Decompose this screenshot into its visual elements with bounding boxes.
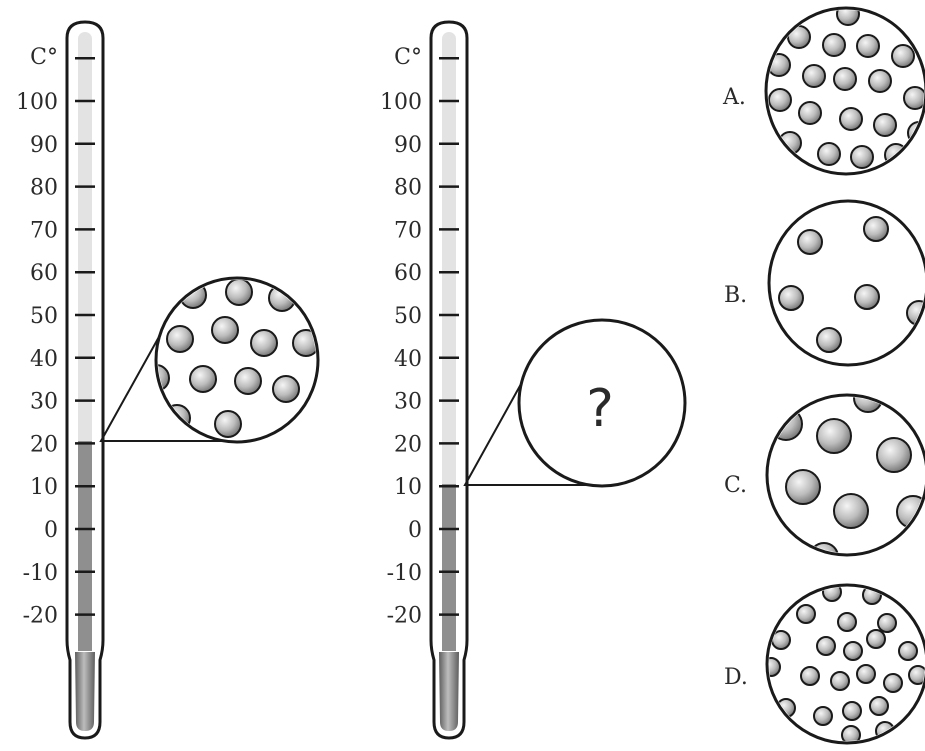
particle bbox=[834, 68, 856, 90]
particle bbox=[823, 34, 845, 56]
particle bbox=[801, 667, 819, 685]
particle bbox=[798, 230, 822, 254]
particle bbox=[786, 470, 820, 504]
particle bbox=[215, 411, 241, 437]
particle bbox=[851, 146, 873, 168]
particle bbox=[864, 217, 888, 241]
scale-label: -10 bbox=[387, 561, 422, 586]
particle bbox=[840, 108, 862, 130]
particle bbox=[818, 143, 840, 165]
scale-label: 30 bbox=[30, 390, 58, 415]
particle bbox=[779, 286, 803, 310]
particle bbox=[844, 642, 862, 660]
option-bubble bbox=[769, 201, 925, 365]
scale-label: 0 bbox=[408, 518, 422, 543]
answer-options: A. bbox=[722, 3, 925, 744]
particle bbox=[892, 45, 914, 67]
scale-label: -20 bbox=[387, 604, 422, 629]
particle bbox=[834, 494, 868, 528]
particle bbox=[884, 674, 902, 692]
option-d[interactable]: D. bbox=[724, 583, 925, 744]
option-c[interactable]: C. bbox=[724, 384, 925, 571]
particle bbox=[867, 630, 885, 648]
scale-label: 50 bbox=[30, 304, 58, 329]
particle bbox=[814, 707, 832, 725]
scale-label: 70 bbox=[394, 218, 422, 243]
scale-label: 40 bbox=[30, 347, 58, 372]
scale-label: 90 bbox=[394, 133, 422, 158]
unit-label: C° bbox=[394, 45, 422, 70]
scale-label: 90 bbox=[30, 133, 58, 158]
particle bbox=[878, 614, 896, 632]
particle bbox=[838, 613, 856, 631]
particle bbox=[869, 70, 891, 92]
particle bbox=[803, 65, 825, 87]
scale-label: 100 bbox=[16, 90, 58, 115]
particle bbox=[857, 665, 875, 683]
particle bbox=[817, 328, 841, 352]
option-label: D. bbox=[724, 665, 748, 690]
scale-label: 60 bbox=[30, 261, 58, 286]
particle bbox=[190, 366, 216, 392]
mercury-column bbox=[442, 484, 456, 651]
particle bbox=[831, 672, 849, 690]
particle bbox=[870, 697, 888, 715]
particle bbox=[817, 419, 851, 453]
scale-label: 100 bbox=[380, 90, 422, 115]
thermometer-bulb bbox=[439, 652, 459, 731]
option-a[interactable]: A. bbox=[722, 3, 925, 174]
particle bbox=[843, 702, 861, 720]
option-bubble bbox=[767, 585, 925, 743]
particle bbox=[799, 102, 821, 124]
particle bbox=[855, 285, 879, 309]
option-label: B. bbox=[724, 283, 747, 308]
scale-label: 10 bbox=[394, 475, 422, 500]
particle bbox=[212, 317, 238, 343]
particle bbox=[273, 376, 299, 402]
scale-label: 80 bbox=[30, 176, 58, 201]
unit-label: C° bbox=[30, 45, 58, 70]
particle bbox=[769, 89, 791, 111]
scale-label: -10 bbox=[23, 561, 58, 586]
particle bbox=[909, 666, 925, 684]
particle bbox=[762, 658, 780, 676]
particle bbox=[904, 87, 925, 109]
particle bbox=[167, 326, 193, 352]
scale-label: 60 bbox=[394, 261, 422, 286]
scale-label: 20 bbox=[30, 432, 58, 457]
particle bbox=[797, 605, 815, 623]
particle bbox=[235, 368, 261, 394]
option-bubble bbox=[766, 8, 925, 174]
scale-label: 30 bbox=[394, 390, 422, 415]
particle bbox=[817, 637, 835, 655]
particle bbox=[226, 279, 252, 305]
scale-label: 50 bbox=[394, 304, 422, 329]
particle bbox=[874, 114, 896, 136]
particle bbox=[857, 35, 879, 57]
thermometer-bulb bbox=[75, 652, 95, 731]
particle bbox=[899, 642, 917, 660]
scale-label: 40 bbox=[394, 347, 422, 372]
scale-label: -20 bbox=[23, 604, 58, 629]
scale-label: 80 bbox=[394, 176, 422, 201]
scale-label: 20 bbox=[394, 432, 422, 457]
particle bbox=[877, 438, 911, 472]
particle bbox=[251, 330, 277, 356]
option-label: C. bbox=[724, 473, 747, 498]
particle bbox=[164, 405, 190, 431]
option-b[interactable]: B. bbox=[724, 201, 925, 365]
question-mark: ? bbox=[586, 379, 614, 439]
particle bbox=[837, 3, 859, 25]
scale-label: 10 bbox=[30, 475, 58, 500]
mercury-column bbox=[78, 441, 92, 651]
scale-label: 0 bbox=[44, 518, 58, 543]
option-label: A. bbox=[722, 85, 746, 110]
scale-label: 70 bbox=[30, 218, 58, 243]
